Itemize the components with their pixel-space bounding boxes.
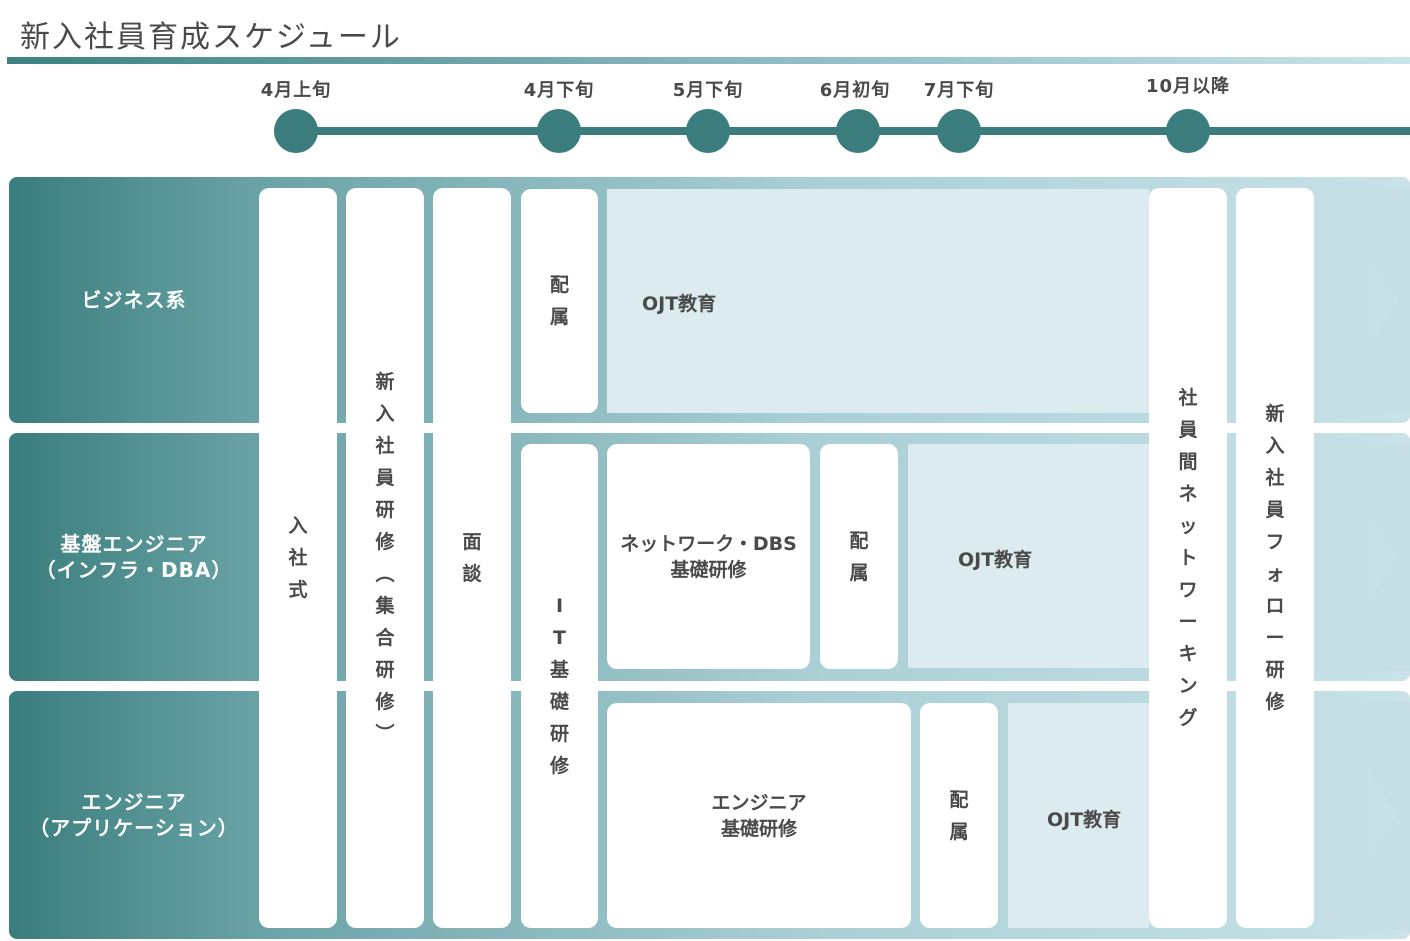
ojt-label-application: OJT教育 (1047, 809, 1122, 831)
arrow-chevrons (1322, 187, 1410, 929)
column-it-basic-training: I T 基 礎 研 修 (521, 444, 598, 928)
lane-label-application: エンジニア （アプリケーション） (9, 691, 259, 939)
ojt-area-application (1008, 703, 1149, 928)
lane-label-infra: 基盤エンジニア （インフラ・DBA） (9, 433, 259, 681)
assignment-infra: 配 属 (820, 444, 898, 669)
timeline-dot-apr-late (537, 109, 581, 153)
column-interview: 面 談 (433, 188, 511, 928)
lane-label-infra-line1: 基盤エンジニア (60, 532, 208, 556)
title-underline (7, 57, 1410, 64)
ojt-label-business: OJT教育 (642, 293, 717, 315)
timeline-label-apr-early: 4月上旬 (260, 80, 332, 101)
network-dbs-training: ネットワーク・DBS 基礎研修 (607, 444, 810, 669)
lane-label-infra-line2: （インフラ・DBA） (35, 558, 233, 582)
timeline-label-jun-early: 6月初旬 (819, 80, 891, 101)
ojt-area-business (607, 189, 1149, 413)
timeline-label-jul-late: 7月下旬 (923, 80, 995, 101)
column-employee-networking: 社 員 間 ネ ッ ト ワ ー キ ン グ (1149, 188, 1227, 928)
timeline-label-oct-after: 10月以降 (1145, 76, 1231, 97)
column-new-hire-training: 新 入 社 員 研 修 ︵ 集 合 研 修 ︶ (346, 188, 424, 928)
timeline-label-apr-late: 4月下旬 (523, 80, 595, 101)
lane-label-app-line1: エンジニア (81, 790, 187, 814)
timeline-dot-jun-early (836, 109, 880, 153)
timeline-dot-may-late (686, 109, 730, 153)
column-follow-up-training: 新 入 社 員 フ ォ ロ ー 研 修 (1236, 188, 1314, 928)
lane-label-app-line2: （アプリケーション） (29, 816, 239, 840)
timeline-dot-apr-early (274, 109, 318, 153)
lane-label-business: ビジネス系 (81, 288, 187, 312)
timeline-dot-oct-after (1166, 109, 1210, 153)
page-title: 新入社員育成スケジュール (20, 20, 402, 55)
timeline-dot-jul-late (937, 109, 981, 153)
engineer-basic-training: エンジニア 基礎研修 (607, 703, 911, 928)
assignment-application: 配 属 (920, 703, 998, 928)
ojt-area-infra (908, 444, 1149, 668)
timeline-label-may-late: 5月下旬 (672, 80, 744, 101)
ojt-label-infra: OJT教育 (958, 549, 1033, 571)
column-nyushashiki: 入 社 式 (259, 188, 337, 928)
assignment-business: 配 属 (521, 189, 598, 413)
